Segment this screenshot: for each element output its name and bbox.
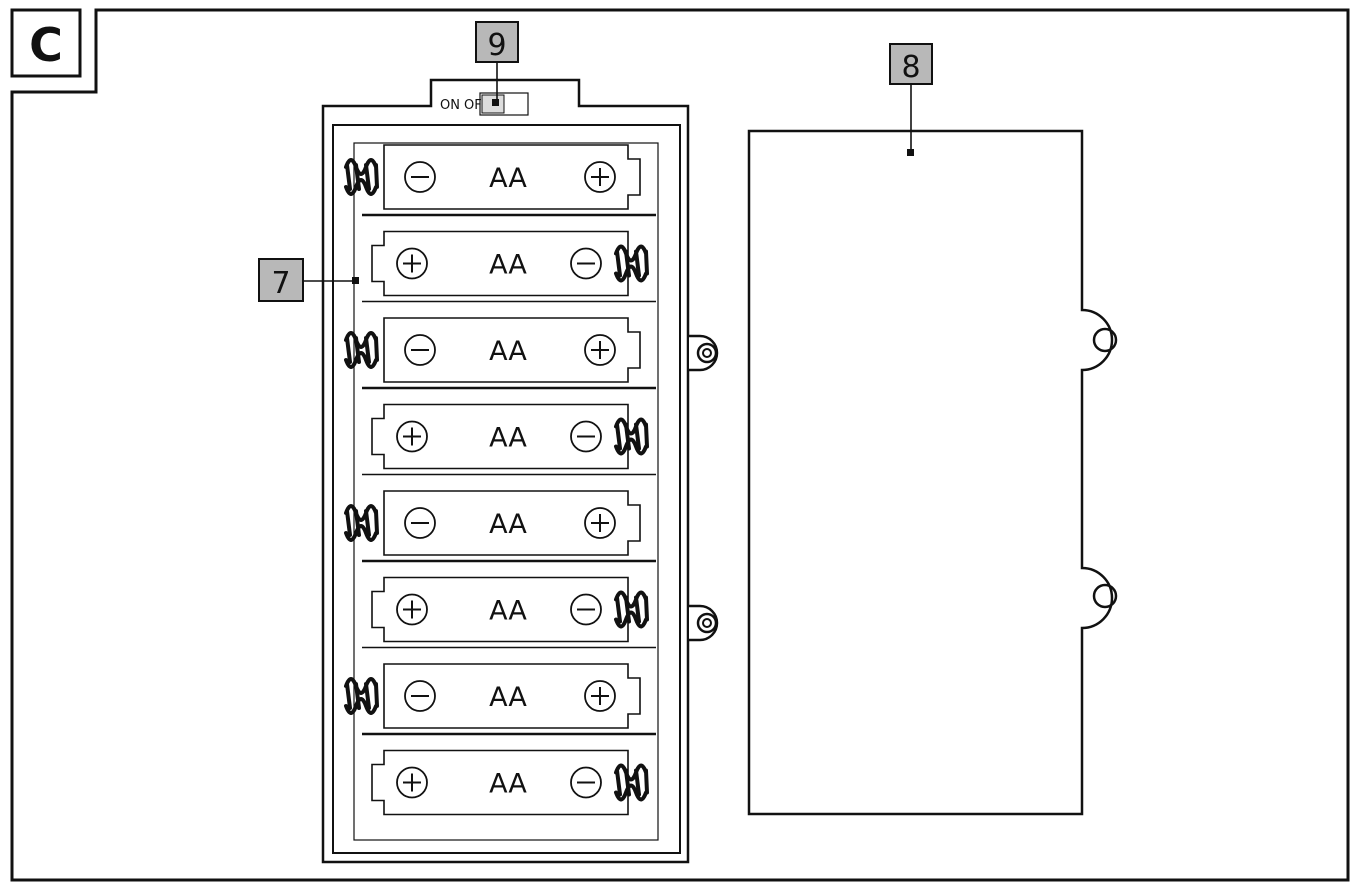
spring-contact-icon [344, 504, 379, 542]
battery-type-label: AA [489, 769, 527, 800]
plus-terminal-icon [584, 161, 616, 193]
spring-contact-icon [614, 590, 649, 629]
minus-terminal-icon [570, 593, 602, 626]
switch-slider [479, 92, 529, 116]
aa-battery [383, 663, 641, 729]
minus-terminal-icon [570, 247, 602, 280]
battery-cover [747, 129, 1114, 816]
battery-row: AA [362, 230, 656, 303]
panel-letter-box [10, 8, 82, 78]
callout-battery-holder-number: 7 [271, 266, 290, 301]
plus-terminal-icon [584, 507, 616, 539]
battery-type-label: AA [489, 682, 527, 713]
callout-switch-number: 9 [487, 28, 506, 63]
plus-terminal-icon [396, 247, 428, 280]
spring-contact-icon [344, 331, 379, 369]
aa-battery [383, 144, 641, 210]
cover-screw-hole-bottom [1092, 583, 1118, 609]
minus-terminal-icon [570, 766, 602, 799]
outer-frame [10, 8, 1350, 882]
battery-row: AA [362, 576, 656, 649]
battery-type-label: AA [489, 596, 527, 627]
minus-terminal-icon [404, 680, 436, 712]
minus-terminal-icon [404, 507, 436, 539]
battery-rows: AA AA AA AA AA AA AA AA [344, 144, 656, 816]
battery-tray [353, 142, 659, 841]
cover-screw-hole-top [1092, 327, 1118, 353]
spring-contact-icon [614, 417, 649, 456]
holder-mounting-lug-bottom [689, 604, 719, 642]
plus-terminal-icon [584, 334, 616, 366]
plus-terminal-icon [396, 593, 428, 626]
battery-type-label: AA [489, 250, 527, 281]
battery-holder-inner-frame [332, 124, 681, 854]
battery-row: AA [371, 749, 649, 816]
switch-on-label: ON [440, 98, 460, 113]
spring-contact-icon [344, 158, 379, 196]
minus-terminal-icon [404, 161, 436, 193]
spring-contact-icon [344, 677, 379, 715]
battery-row: AA [362, 403, 656, 476]
aa-battery [383, 317, 641, 383]
battery-row: AA [344, 490, 656, 563]
holder-mounting-lug-top [689, 334, 719, 372]
plus-terminal-icon [396, 420, 428, 453]
battery-type-label: AA [489, 423, 527, 454]
battery-type-label: AA [489, 336, 527, 367]
callout-switch: 9 [475, 21, 519, 106]
battery-row: AA [344, 317, 656, 390]
battery-row: AA [344, 663, 656, 736]
spring-contact-icon [614, 763, 649, 802]
battery-type-label: AA [489, 163, 527, 194]
callout-cover-number: 8 [901, 50, 920, 85]
battery-type-label: AA [489, 509, 527, 540]
panel-letter: C [29, 18, 63, 72]
battery-row: AA [344, 144, 656, 217]
battery-holder-body [321, 78, 690, 864]
minus-terminal-icon [404, 334, 436, 366]
on-off-switch: ON OFF [440, 92, 529, 116]
plus-terminal-icon [396, 766, 428, 799]
minus-terminal-icon [570, 420, 602, 453]
aa-battery [383, 490, 641, 556]
callout-battery-holder: 7 [258, 258, 359, 302]
callout-cover: 8 [889, 43, 933, 156]
spring-contact-icon [614, 244, 649, 283]
plus-terminal-icon [584, 680, 616, 712]
